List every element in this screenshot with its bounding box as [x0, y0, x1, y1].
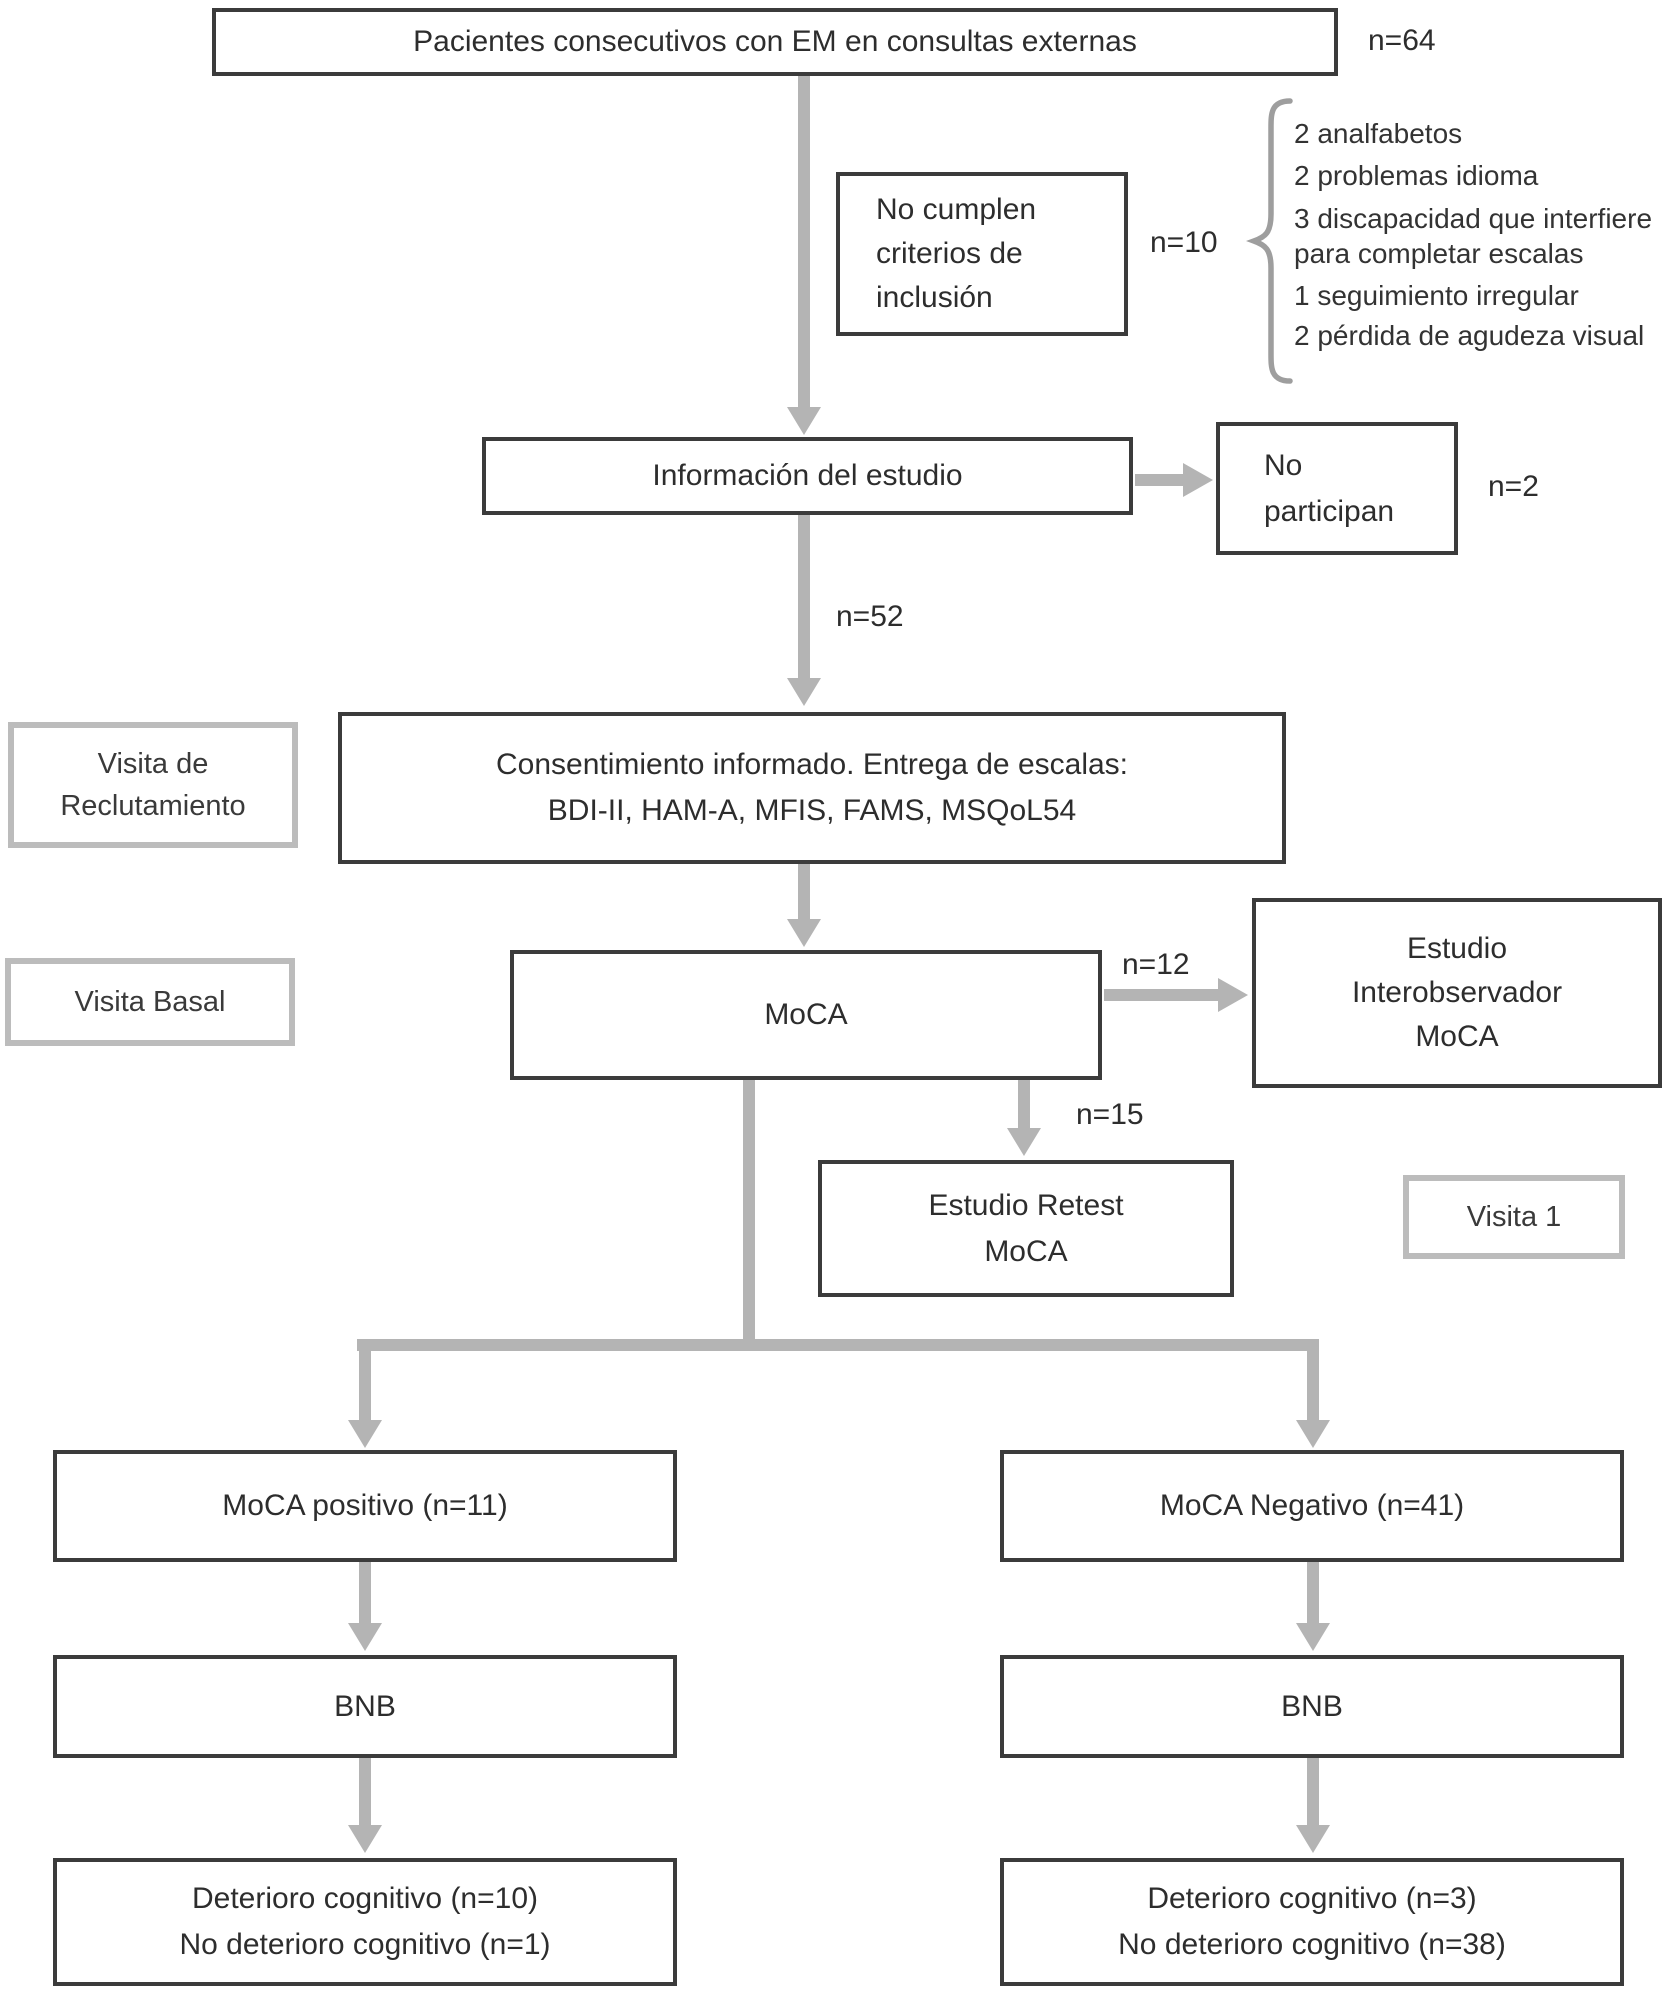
- arrow-consentimiento-to-moca-head-icon: [787, 919, 821, 947]
- arrow-branch-to-negativo-head-icon: [1296, 1420, 1330, 1448]
- arrow-moca-to-interobservador-head-icon: [1218, 978, 1248, 1012]
- arrow-informacion-to-consentimiento-head-icon: [787, 678, 821, 706]
- branch-horizontal-line: [357, 1339, 1319, 1351]
- box-informacion-del-estudio: Información del estudio: [482, 437, 1133, 515]
- arrow-bnb-to-outcome-left-head-icon: [348, 1825, 382, 1853]
- box-moca: MoCA: [510, 950, 1102, 1080]
- reclutamiento-line2: Reclutamiento: [60, 790, 246, 822]
- arrow-bnb-to-outcome-right-head-icon: [1296, 1825, 1330, 1853]
- arrow-moca-to-retest-line: [1018, 1080, 1030, 1130]
- retest-line2: MoCA: [984, 1234, 1068, 1268]
- moca-text: MoCA: [764, 998, 848, 1031]
- visita-1-text: Visita 1: [1466, 1201, 1562, 1233]
- exclusion-item-agudeza-visual: 2 pérdida de agudeza visual: [1294, 320, 1645, 351]
- box-consentimiento-informado: Consentimiento informado. Entrega de esc…: [338, 712, 1286, 864]
- no-cumplen-line1: No cumplen: [876, 193, 1037, 226]
- no-participan-line1: No: [1264, 448, 1303, 482]
- box-moca-negativo: MoCA Negativo (n=41): [1000, 1450, 1624, 1562]
- reclutamiento-line1: Visita de: [97, 748, 209, 780]
- arrow-positivo-to-bnb-line: [359, 1562, 371, 1624]
- box-no-cumplen-criterios: No cumplen criterios de inclusión: [836, 172, 1128, 336]
- box-pacientes-consecutivos: Pacientes consecutivos con EM en consult…: [212, 8, 1338, 76]
- arrow-positivo-to-bnb-head-icon: [348, 1623, 382, 1651]
- visita-basal-text: Visita Basal: [74, 986, 226, 1018]
- bnb-right-text: BNB: [1281, 1689, 1343, 1723]
- arrow-consentimiento-to-moca-line: [798, 864, 810, 920]
- exclusion-item-analfabetos: 2 analfabetos: [1294, 118, 1463, 149]
- count-n52: n=52: [836, 600, 904, 633]
- outcome-right-line2: No deterioro cognitivo (n=38): [1118, 1928, 1506, 1961]
- box-bnb-right: BNB: [1000, 1655, 1624, 1758]
- consentimiento-line2: BDI-II, HAM-A, MFIS, FAMS, MSQoL54: [547, 794, 1077, 827]
- arrow-moca-to-interobservador-line: [1104, 989, 1220, 1001]
- arrow-branch-to-negativo-line: [1307, 1351, 1319, 1421]
- consentimiento-line1: Consentimiento informado. Entrega de esc…: [495, 748, 1129, 781]
- exclusion-item-problemas-idioma: 2 problemas idioma: [1294, 160, 1539, 191]
- box-estudio-interobservador: Estudio Interobservador MoCA: [1252, 898, 1662, 1088]
- arrow-branch-to-positivo-line: [359, 1351, 371, 1421]
- box-moca-positivo: MoCA positivo (n=11): [53, 1450, 677, 1562]
- box-outcome-left: Deterioro cognitivo (n=10) No deterioro …: [53, 1858, 677, 1986]
- label-visita-basal: Visita Basal: [5, 958, 295, 1046]
- box-no-participan: No participan: [1216, 422, 1458, 555]
- arrow-bnb-to-outcome-right-line: [1307, 1758, 1319, 1826]
- arrow-informacion-to-noparticipan-line: [1135, 474, 1183, 486]
- exclusion-item-discapacidad-line1: 3 discapacidad que interfiere: [1294, 203, 1653, 234]
- moca-positivo-text: MoCA positivo (n=11): [222, 1489, 508, 1522]
- outcome-left-line2: No deterioro cognitivo (n=1): [179, 1928, 551, 1961]
- exclusion-item-discapacidad-line2: para completar escalas: [1294, 238, 1584, 269]
- box-estudio-retest: Estudio Retest MoCA: [818, 1160, 1234, 1297]
- arrow-branch-to-positivo-head-icon: [348, 1420, 382, 1448]
- curly-brace-icon: [1246, 98, 1293, 384]
- no-participan-line2: participan: [1264, 494, 1395, 528]
- outcome-left-line1: Deterioro cognitivo (n=10): [191, 1882, 538, 1915]
- count-n15: n=15: [1076, 1098, 1144, 1131]
- no-cumplen-line2: criterios de: [876, 237, 1023, 270]
- arrow-negativo-to-bnb-line: [1307, 1562, 1319, 1624]
- informacion-text: Información del estudio: [652, 459, 963, 492]
- arrow-informacion-to-consentimiento-line: [798, 515, 810, 679]
- count-n64: n=64: [1368, 24, 1436, 57]
- retest-line1: Estudio Retest: [928, 1188, 1124, 1222]
- moca-negativo-text: MoCA Negativo (n=41): [1159, 1489, 1465, 1522]
- arrow-patients-to-informacion-line: [798, 76, 810, 408]
- box-pacientes-text: Pacientes consecutivos con EM en consult…: [413, 25, 1137, 58]
- arrow-negativo-to-bnb-head-icon: [1296, 1623, 1330, 1651]
- box-bnb-left: BNB: [53, 1655, 677, 1758]
- count-n12: n=12: [1122, 948, 1190, 981]
- label-visita-de-reclutamiento: Visita de Reclutamiento: [8, 722, 298, 848]
- exclusion-item-seguimiento: 1 seguimiento irregular: [1294, 280, 1579, 311]
- interobservador-line2: Interobservador: [1351, 976, 1563, 1009]
- bnb-left-text: BNB: [334, 1689, 396, 1723]
- interobservador-line1: Estudio: [1406, 932, 1508, 965]
- arrow-informacion-to-noparticipan-head-icon: [1183, 463, 1213, 497]
- arrow-moca-to-retest-head-icon: [1007, 1128, 1041, 1156]
- box-outcome-right: Deterioro cognitivo (n=3) No deterioro c…: [1000, 1858, 1624, 1986]
- count-n10: n=10: [1150, 226, 1218, 259]
- arrow-bnb-to-outcome-left-line: [359, 1758, 371, 1826]
- arrow-patients-to-informacion-head-icon: [787, 407, 821, 435]
- outcome-right-line1: Deterioro cognitivo (n=3): [1147, 1882, 1477, 1915]
- interobservador-line3: MoCA: [1415, 1020, 1499, 1053]
- no-cumplen-line3: inclusión: [876, 281, 993, 314]
- branch-stem-line: [743, 1080, 755, 1351]
- label-visita-1: Visita 1: [1403, 1175, 1625, 1259]
- count-n2: n=2: [1488, 470, 1539, 503]
